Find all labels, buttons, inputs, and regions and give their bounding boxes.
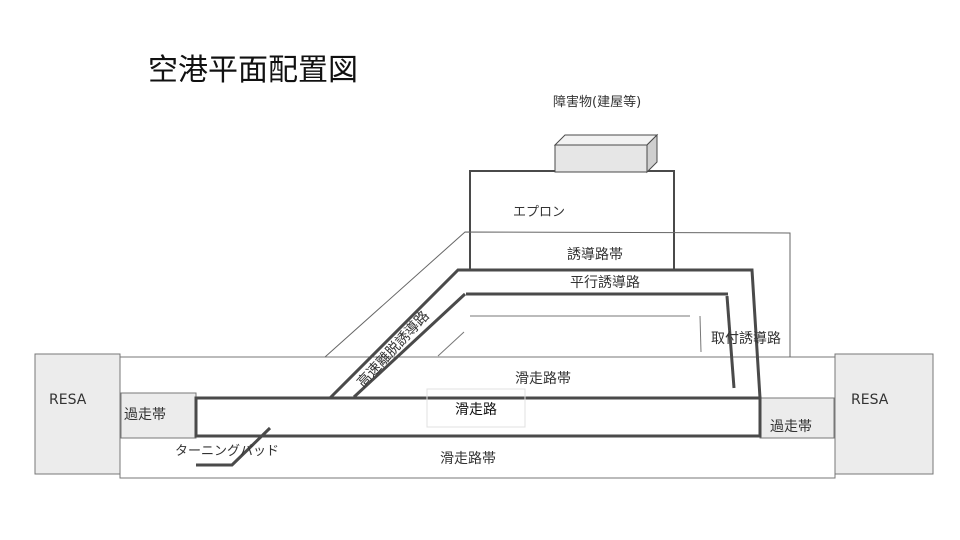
resa-right-box xyxy=(834,353,934,475)
taxiway-strip-label: 誘導路帯 xyxy=(567,247,623,263)
rapid-exit-taxiway-line xyxy=(352,292,467,399)
diagram-title: 空港平面配置図 xyxy=(148,53,358,88)
obstacle-building xyxy=(553,133,659,174)
parallel-taxiway-label: 平行誘導路 xyxy=(570,275,640,291)
obstacle-label: 障害物(建屋等) xyxy=(553,94,641,110)
runway-strip-upper-label: 滑走路帯 xyxy=(515,370,571,387)
runway-label-box xyxy=(426,388,526,428)
turning-pad-line xyxy=(196,426,272,467)
turning-pad-label: ターニングパッド xyxy=(175,444,279,459)
resa-left-box xyxy=(34,353,121,475)
runway-label: 滑走路 xyxy=(455,401,497,418)
resa-right-label: RESA xyxy=(851,392,889,408)
runway-box xyxy=(194,396,762,438)
taxiway-strip-outline xyxy=(324,231,791,358)
inner-line-vertical xyxy=(699,315,702,353)
stopway-right-box xyxy=(759,397,835,439)
stopway-left-label: 過走帯 xyxy=(124,407,166,423)
stopway-left-box xyxy=(120,392,197,439)
connecting-taxiway-line xyxy=(725,295,736,389)
runway-strip-lower-label: 滑走路帯 xyxy=(440,450,496,467)
stopway-right-label: 過走帯 xyxy=(770,419,812,435)
apron-label: エプロン xyxy=(513,205,565,220)
resa-left-label: RESA xyxy=(49,392,87,408)
taxiway-area-outline xyxy=(328,268,762,400)
inner-line-diagonal xyxy=(437,331,465,357)
connecting-taxiway-label: 取付誘導路 xyxy=(711,331,781,347)
